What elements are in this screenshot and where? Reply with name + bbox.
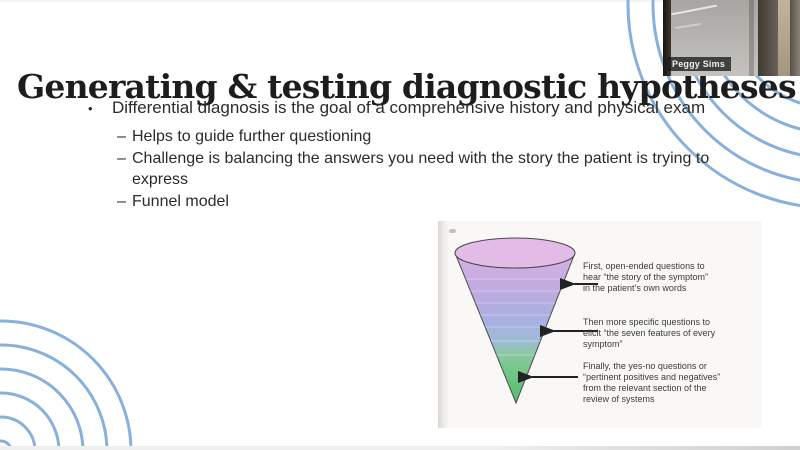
annotation-line: review of systems [583, 394, 655, 404]
top-edge-strip [0, 0, 800, 2]
sub-bullet-list: – Helps to guide further questioning – C… [117, 126, 748, 212]
sub-bullet-text: Helps to guide further questioning [132, 128, 372, 145]
funnel-arrows [518, 278, 598, 383]
webcam-video-tile[interactable]: Peggy Sims [663, 0, 800, 76]
annotation-line: symptom” [583, 339, 623, 349]
funnel-cone [454, 237, 576, 405]
participant-name-badge: Peggy Sims [666, 57, 732, 71]
sub-bullet-item: – Challenge is balancing the answers you… [117, 148, 748, 191]
webcam-right-edge [790, 0, 800, 76]
funnel-annotation: Finally, the yes-no questions or “pertin… [583, 361, 755, 405]
sub-bullet-text: Funnel model [132, 192, 229, 210]
sub-bullet-text: Challenge is balancing the answers you n… [132, 149, 710, 189]
annotation-line: in the patient’s own words [583, 283, 687, 293]
webcam-ceiling-line [671, 4, 717, 16]
funnel-annotation: Then more specific questions to elicit “… [583, 317, 755, 350]
bullet-marker: • [88, 101, 93, 116]
bullet-item: • Differential diagnosis is the goal of … [88, 97, 748, 120]
webcam-ceiling-line [675, 22, 701, 30]
dash-marker: – [117, 149, 126, 167]
dash-marker: – [117, 128, 126, 145]
webcam-dark-band [758, 0, 778, 76]
annotation-line: elicit “the seven features of every [583, 328, 716, 338]
annotation-line: Finally, the yes-no questions or [583, 361, 707, 371]
sub-bullet-item: – Funnel model [117, 191, 748, 213]
dash-marker: – [117, 192, 126, 210]
bullet-text: Differential diagnosis is the goal of a … [112, 98, 706, 117]
annotation-line: First, open-ended questions to [583, 261, 705, 271]
annotation-line: hear “the story of the symptom” [583, 272, 709, 282]
annotation-line: “pertinent positives and negatives” [583, 372, 721, 382]
funnel-model-figure: First, open-ended questions to hear “the… [438, 221, 762, 428]
sub-bullet-item: – Helps to guide further questioning [117, 126, 748, 148]
annotation-line: from the relevant section of the [583, 383, 707, 393]
webcam-tan-band [778, 0, 790, 76]
webcam-wall-corner [749, 0, 754, 76]
funnel-cone-graphic [454, 237, 598, 405]
scan-artifact [449, 229, 456, 233]
bullet-list: • Differential diagnosis is the goal of … [88, 97, 748, 212]
bottom-edge-strip [0, 446, 800, 450]
annotation-line: Then more specific questions to [583, 317, 711, 327]
arcs-bottom-left [0, 319, 133, 450]
funnel-annotation: First, open-ended questions to hear “the… [583, 261, 755, 294]
